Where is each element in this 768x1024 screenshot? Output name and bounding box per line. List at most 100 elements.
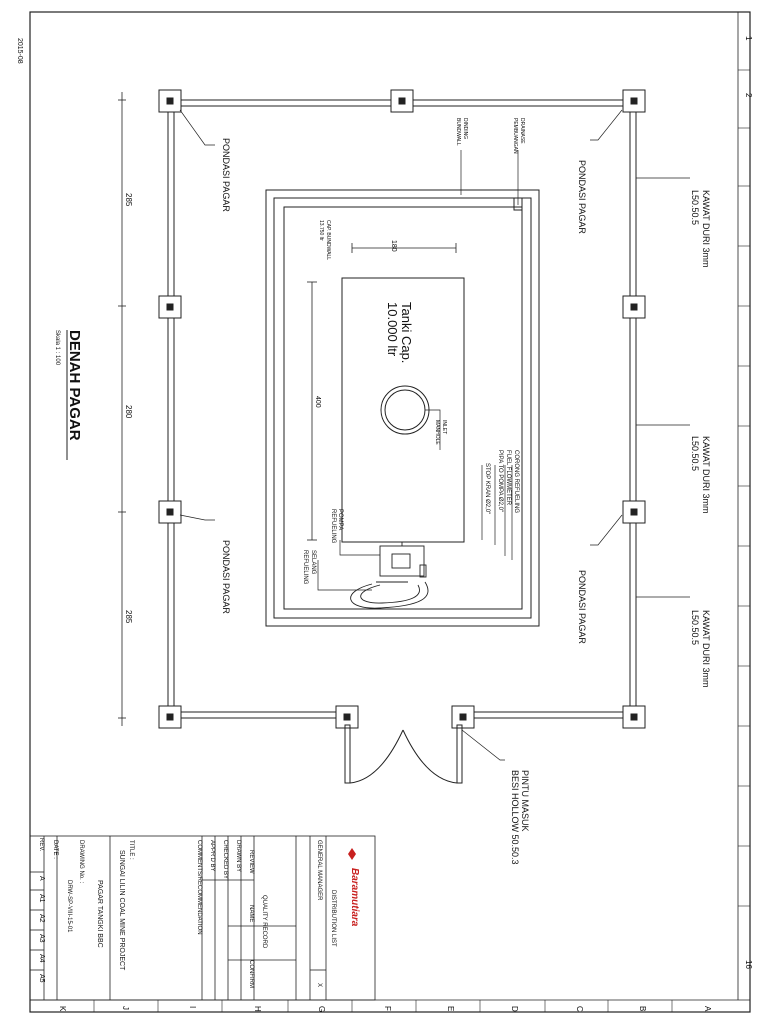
foundation — [335, 705, 359, 729]
tank-capacity-line1: Tanki Cap. — [399, 302, 414, 363]
bundwall — [265, 189, 540, 627]
label-kawat-3b: L50.50.5 — [690, 610, 700, 645]
foundation — [158, 705, 182, 729]
border-letter: D — [510, 1006, 519, 1012]
border-letter: G — [317, 1006, 326, 1012]
label-drainase-b: PEMBUANGAN — [512, 118, 518, 154]
general-manager-label: GENERAL MANAGER — [316, 840, 322, 901]
border-letter: H — [253, 1006, 262, 1012]
border-number: 1 — [744, 36, 753, 41]
foundation — [158, 295, 182, 319]
label-kawat-3: KAWAT DURI 3mm — [701, 610, 711, 688]
label-pondasi-right-bottom: PONDASI PAGAR — [577, 570, 587, 644]
label-pompa: POMPA — [337, 509, 343, 530]
drawing-title: PAGAR TANGKI BBC — [96, 880, 103, 948]
plan-title: DENAH PAGAR — [66, 330, 83, 441]
border-number: 2 — [744, 93, 753, 98]
dimension-280: 280 — [124, 405, 133, 419]
size-a1: A1 — [38, 894, 45, 903]
border-number: 16 — [744, 960, 753, 969]
label-cap-bundwall: CAP. BUNDWALL — [325, 220, 331, 260]
label-dinding: DINDING — [462, 118, 468, 139]
pump-assembly — [350, 542, 429, 609]
x-mark: X — [316, 983, 322, 987]
border-letter: C — [575, 1006, 584, 1012]
label-drainase: DRAINASE — [519, 118, 525, 144]
label-pondasi-bottom: PONDASI PAGAR — [221, 540, 231, 614]
dimension-285-top: 285 — [124, 193, 133, 207]
checked-by-label: CHECKED BY — [222, 840, 228, 879]
label-selang-b: REFUELING — [302, 550, 308, 585]
size-a4: A4 — [38, 954, 45, 963]
foundation — [158, 89, 182, 113]
quality-record-label: QUALITY RECORD — [261, 895, 267, 949]
review-label: REVIEW — [248, 850, 254, 874]
rev-mark: A — [38, 876, 45, 881]
size-a5: A5 — [38, 974, 45, 983]
plan-scale: Skala 1 : 100 — [54, 330, 60, 366]
date-code: 2015-08 — [16, 38, 23, 64]
border-letter: F — [383, 1006, 392, 1011]
drawing-no: DRW-SP-VIII-15-01 — [66, 880, 72, 933]
foundation — [390, 89, 414, 113]
drawn-by-label: DRAWN BY — [235, 840, 241, 872]
dimension-180: 180 — [390, 240, 397, 252]
fence-foundations — [158, 89, 646, 729]
label-kawat-2b: L50.50.5 — [690, 436, 700, 471]
foundation — [158, 500, 182, 524]
dimension-285-bottom: 285 — [124, 610, 133, 624]
label-inlet: INLET — [441, 420, 447, 434]
label-corong: CORONG REFUELING — [513, 450, 519, 513]
sheet-border — [29, 11, 751, 1013]
label-pondasi-right-top: PONDASI PAGAR — [577, 160, 587, 234]
border-letter: J — [121, 1006, 130, 1010]
foundation — [622, 705, 646, 729]
border-letter: B — [638, 1006, 647, 1011]
foundation — [622, 295, 646, 319]
label-pintu: PINTU MASUK — [520, 770, 530, 832]
title-block — [29, 835, 376, 1001]
foundation — [451, 705, 475, 729]
entrance-gate — [344, 724, 463, 784]
company-logo-mark — [348, 848, 356, 860]
foundation — [622, 89, 646, 113]
label-selang: SELANG — [310, 550, 316, 575]
label-kawat-1: KAWAT DURI 3mm — [701, 190, 711, 268]
label-dinding-b: BUNDWALL — [455, 118, 461, 146]
date-label: DATE : — [52, 840, 58, 859]
right-border-numbers: 1 2 16 — [744, 36, 753, 969]
right-border-ticks — [738, 69, 750, 907]
label-flowmeter: FUEL FLOWMETER — [505, 450, 511, 506]
label-kawat-1b: L50.50.5 — [690, 190, 700, 225]
label-inlet-b: MANHOLE — [434, 420, 440, 445]
confirm-label: CONFIRM — [248, 960, 254, 988]
border-letter: E — [446, 1006, 455, 1011]
label-stop-kran: STOP KRAN Ø2,0" — [484, 463, 490, 514]
bottom-border-letters: A B C D E F G H I J K — [58, 1006, 712, 1012]
project-name: SUNGAI LILIN COAL MINE PROJECT — [118, 850, 125, 971]
border-letter: I — [188, 1006, 197, 1008]
company-logo-text: Baramutiara — [349, 868, 360, 927]
size-a2: A2 — [38, 914, 45, 923]
label-kawat-2: KAWAT DURI 3mm — [701, 436, 711, 514]
label-pompa-b: REFUELING — [330, 509, 336, 544]
dimension-400: 400 — [314, 396, 321, 408]
title-label: TITLE : — [128, 840, 134, 860]
label-pondasi-top: PONDASI PAGAR — [221, 138, 231, 212]
label-cap-bundwall-b: 13.750 ltr — [318, 220, 324, 241]
border-letter: K — [58, 1006, 67, 1012]
border-letter: A — [703, 1006, 712, 1012]
label-pipa: PIPA TO POMPA Ø2,0" — [497, 450, 503, 512]
foundation — [622, 500, 646, 524]
rev-label: REV. — [38, 838, 44, 852]
apprd-by-label: APPR'D BY — [209, 840, 215, 872]
label-pintu-b: BESI HOLLOW 50.50.3 — [510, 770, 520, 865]
dimension-lines — [118, 92, 457, 726]
leader-lines — [179, 109, 690, 761]
distribution-list-label: DISTRIBUTION LIST — [330, 890, 336, 947]
drawing-no-label: DRAWING No. : — [78, 840, 84, 883]
bottom-border-ticks — [93, 1000, 673, 1012]
comments-label: COMMENTS/RECOMMENDATION — [196, 840, 202, 935]
